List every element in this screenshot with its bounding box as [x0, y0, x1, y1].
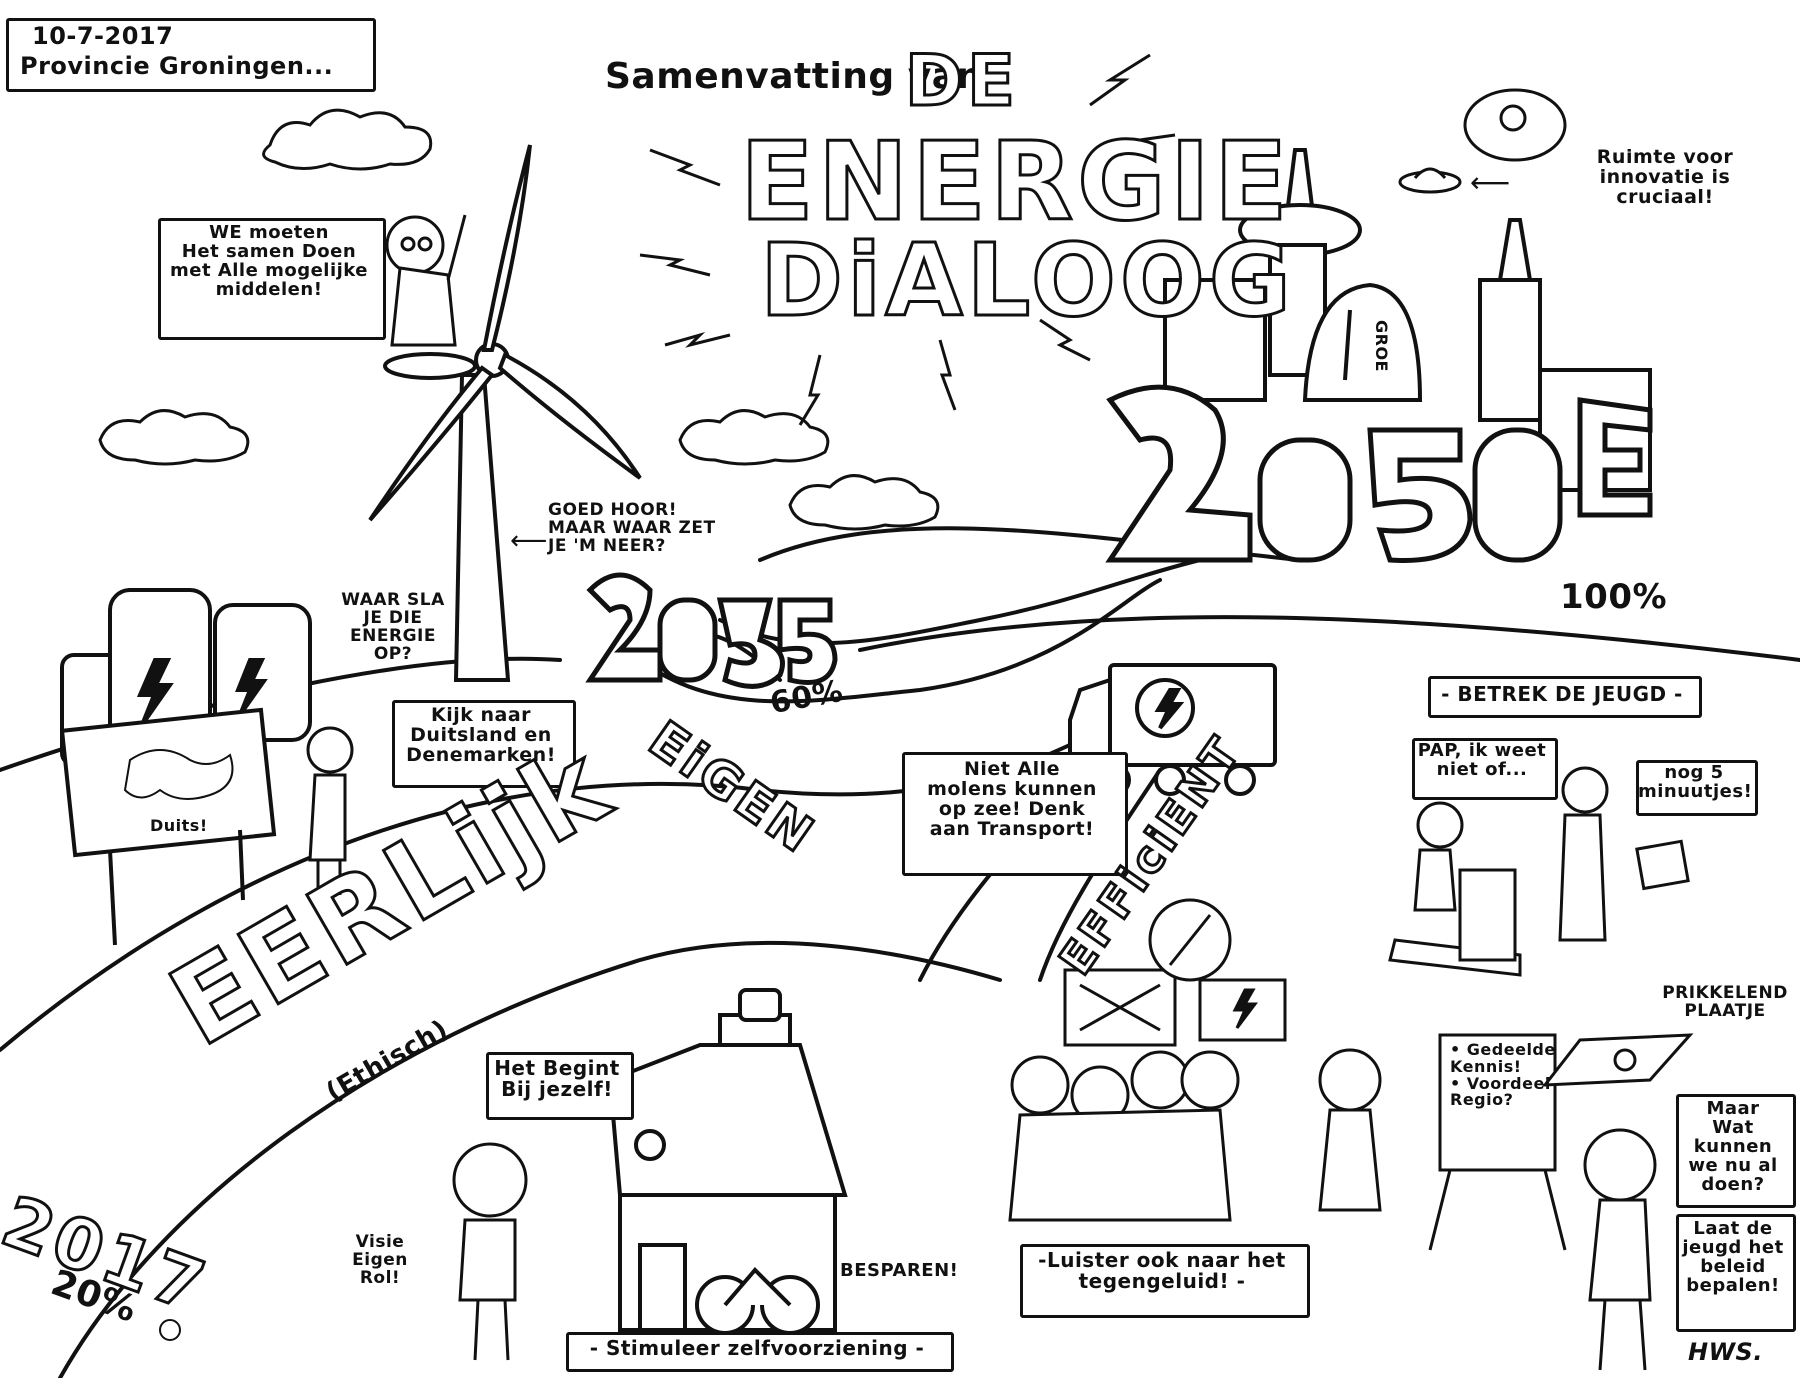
- bubble-maar-wat-box: [1676, 1094, 1796, 1208]
- wind-turbine: [368, 144, 642, 682]
- title-energie: ENERGIE: [739, 119, 1292, 247]
- bubble-pap-box: [1412, 738, 1558, 800]
- bubble-zelfvoorziening-box: [566, 1332, 954, 1372]
- bubble-begint-box: [486, 1052, 634, 1120]
- bubble-pap: PAP, ik weet niet of...: [1417, 740, 1547, 780]
- year-2035-blocks: [585, 572, 838, 689]
- lightning-bolts: [639, 53, 1176, 426]
- header-location: Provincie Groningen...: [20, 52, 334, 80]
- bubble-molens-box: [902, 752, 1128, 876]
- label-groe: GROE: [1371, 320, 1391, 372]
- label-100-pct: 100%: [1560, 577, 1668, 617]
- bubble-maar-wat: Maar Wat kunnen we nu al doen?: [1688, 1098, 1778, 1195]
- man-on-turbine: [385, 214, 467, 347]
- bubble-betrek-box: [1428, 676, 1702, 718]
- label-besparen: BESPAREN!: [840, 1260, 959, 1281]
- year-2050-blocks: [1105, 384, 1653, 563]
- bubble-samen: WE moeten Het samen Doen met Alle mogeli…: [170, 222, 368, 300]
- bubble-samen-box: [158, 218, 386, 340]
- presenter-scene: [1318, 1033, 1567, 1251]
- bubble-molens: Niet Alle molens kunnen op zee! Denk aan…: [927, 758, 1097, 840]
- cloud-4: [788, 474, 940, 531]
- innovatie-arrow: ⟵: [1470, 166, 1511, 199]
- label-prikkelend: PRIKKELEND PLAATJE: [1662, 983, 1788, 1021]
- hill-right: [858, 615, 1800, 662]
- truck: [1068, 663, 1277, 796]
- label-visie: Visie Eigen Rol!: [352, 1232, 408, 1288]
- protesters-scene: [1008, 898, 1287, 1222]
- road-efficient-right: [1038, 768, 1162, 982]
- bubble-duitsland: Kijk naar Duitsland en Denemarken!: [406, 704, 556, 766]
- bubble-duitsland-box: [392, 700, 576, 788]
- signature: HWS.: [1688, 1338, 1763, 1366]
- bubble-goed-hoor: GOED HOOR! MAAR WAAR ZET JE 'M NEER?: [548, 500, 716, 556]
- bubble-begint: Het Begint Bij jezelf!: [494, 1056, 620, 1101]
- bubble-luister: -Luister ook naar het tegengeluid! -: [1038, 1248, 1286, 1293]
- cloud-2: [98, 409, 250, 466]
- boy-scene: [1583, 1128, 1657, 1371]
- cloud-1: [262, 108, 433, 171]
- bubble-nog5: nog 5 minuutjes!: [1638, 762, 1753, 802]
- bubble-betrek: - BETREK DE JEUGD -: [1441, 682, 1683, 706]
- snail: [159, 1319, 181, 1341]
- bubble-laat-jeugd-box: [1676, 1214, 1796, 1332]
- woman-self: [452, 1142, 528, 1361]
- title-line1: Samenvatting van: [605, 56, 983, 97]
- title-de: DE: [904, 39, 1019, 124]
- map-label-duits: Duits!: [150, 816, 208, 835]
- treadmill-scene: [1388, 766, 1690, 977]
- bubble-luister-box: [1020, 1244, 1310, 1318]
- bubble-laat-jeugd: Laat de jeugd het beleid bepalen!: [1682, 1218, 1784, 1296]
- ufo: [1398, 167, 1462, 194]
- flipchart-text: • Gedeelde Kennis! • Voordeel Regio?: [1450, 1040, 1556, 1110]
- bubble-zelfvoorziening: - Stimuleer zelfvoorziening -: [589, 1336, 925, 1360]
- road-eerlijk-bottom: [58, 940, 1002, 1378]
- goed-hoor-arrow: ⟵: [510, 526, 548, 556]
- bubble-waar-sla: WAAR SLA JE DIE ENERGIE OP?: [341, 590, 445, 664]
- lightbulb-thought: [1463, 88, 1567, 162]
- woman-map: [306, 726, 354, 895]
- map-sign: [59, 707, 277, 946]
- cloud-3: [678, 409, 830, 466]
- bubble-nog5-box: [1636, 760, 1758, 816]
- header-date: 10-7-2017: [32, 22, 174, 50]
- house: [607, 988, 848, 1335]
- road-eigen-left: [638, 578, 1162, 704]
- title-dialoog: DiALOOG: [759, 221, 1295, 341]
- prikkelend-plaatje: [1541, 1033, 1694, 1087]
- header-box: [6, 18, 376, 92]
- bubble-innovatie: Ruimte voor innovatie is cruciaal!: [1596, 146, 1734, 208]
